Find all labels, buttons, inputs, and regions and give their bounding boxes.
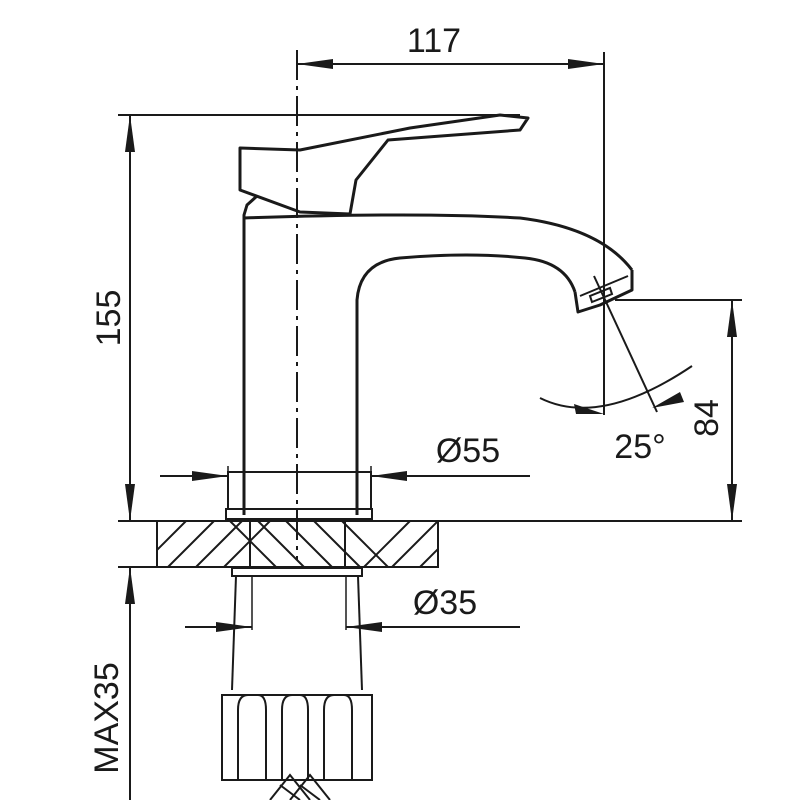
dimension-155-label: 155 xyxy=(90,290,128,347)
handle-lever xyxy=(238,113,530,216)
dimension-max35-label: MAX35 xyxy=(88,662,126,774)
deck-section xyxy=(156,520,494,568)
dimension-84: 84 xyxy=(615,299,742,521)
dimension-84-label: 84 xyxy=(688,399,726,437)
dimension-117: 117 xyxy=(297,22,605,415)
hatch-line xyxy=(313,521,361,567)
dimension-diameter-55: Ø55 xyxy=(160,432,530,486)
mounting-shank xyxy=(221,567,373,800)
hatch-line xyxy=(419,547,438,567)
dimension-angle-25: 25° xyxy=(539,275,693,466)
hatch-line xyxy=(167,521,215,567)
hatch-line xyxy=(223,521,271,567)
dimension-diameter-35: Ø35 xyxy=(185,584,520,632)
dimension-diameter-35-label: Ø35 xyxy=(413,584,477,622)
hatch-line xyxy=(341,521,389,567)
hatch-line xyxy=(363,521,411,567)
hatch-line xyxy=(285,521,333,567)
dimension-117-label: 117 xyxy=(407,22,461,60)
dimension-155: 155 xyxy=(90,114,520,521)
hatch-line xyxy=(157,521,187,552)
dimension-max35: MAX35 xyxy=(88,566,232,800)
dimension-angle-label: 25° xyxy=(614,428,665,466)
base-flange xyxy=(225,471,373,520)
dimension-diameter-55-label: Ø55 xyxy=(436,432,500,470)
hatch-line xyxy=(195,521,243,567)
hatch-line xyxy=(391,521,438,567)
deck-hatching xyxy=(157,521,494,567)
hatch-line xyxy=(448,521,494,567)
hatch-line xyxy=(229,521,277,567)
